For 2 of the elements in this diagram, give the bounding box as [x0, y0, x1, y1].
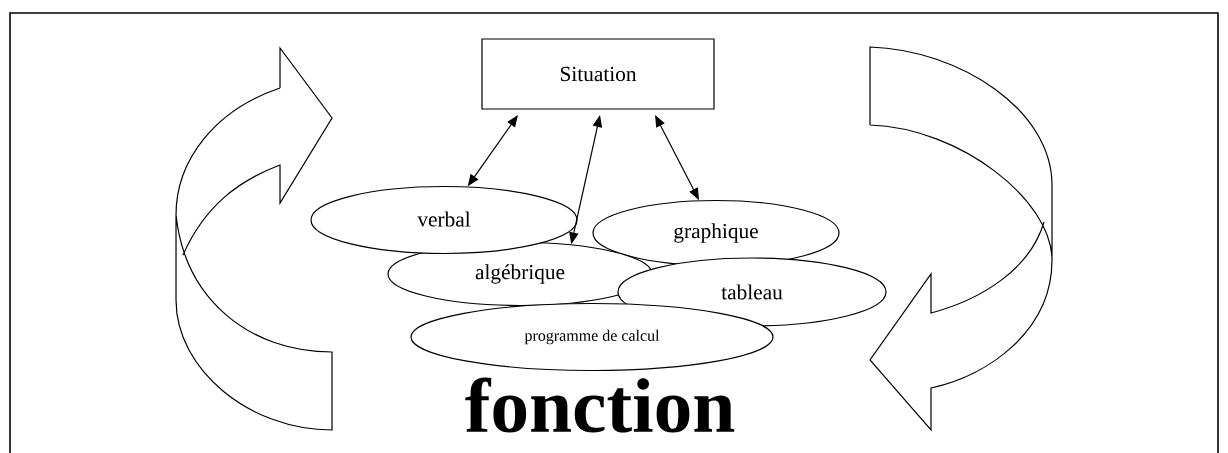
- situation-box: Situation: [481, 38, 715, 110]
- heading-text: fonction: [465, 377, 735, 433]
